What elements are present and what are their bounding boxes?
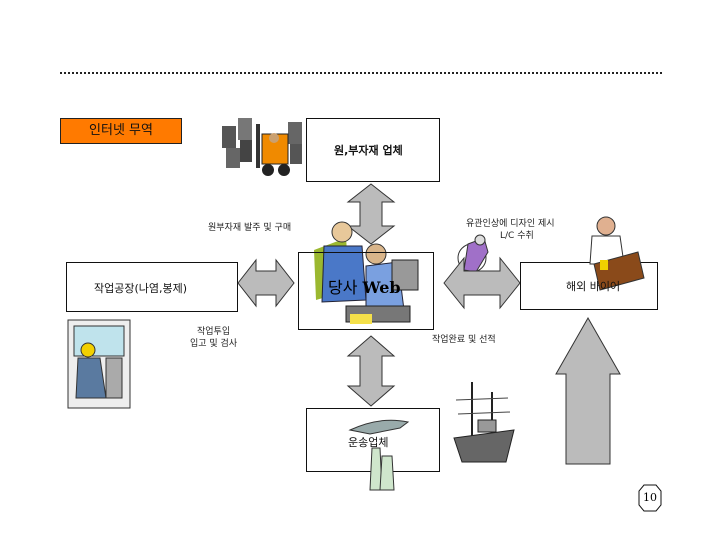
- order-purchase-note: 원부자재 발주 및 구매: [208, 223, 292, 233]
- complete-ship-note: 작업완료 및 선적: [432, 335, 496, 345]
- company-web-label: 당사 Web: [328, 274, 401, 298]
- company-web-node: [298, 252, 434, 330]
- supplier-node: [306, 118, 440, 182]
- factory-node: [66, 262, 238, 312]
- buyer-note-line2: L/C 수취: [500, 231, 534, 241]
- work-note-line2: 입고 및 검사: [190, 339, 238, 349]
- work-note-line1: 작업투입: [197, 327, 231, 337]
- designer-icon: [457, 234, 489, 273]
- page-number-badge: [638, 484, 662, 512]
- supplier-label: 원,부자재 업체: [334, 144, 403, 157]
- company-prefix: 당사: [328, 278, 358, 297]
- airplane-bottle-icon: [348, 419, 410, 491]
- company-web: Web: [362, 278, 401, 297]
- office-worker-icon: [314, 221, 419, 324]
- buyer-label: 해외 바이어: [566, 280, 621, 293]
- factory-worker-icon: [67, 319, 131, 409]
- dotted-divider: [60, 72, 662, 74]
- buyer-phone-icon: [589, 216, 645, 291]
- warehouse-forklift-icon: [222, 118, 302, 176]
- company-buyer-arrow: [443, 256, 521, 310]
- buyer-node: [520, 262, 658, 310]
- ship-icon: [453, 382, 515, 463]
- factory-label: 작업공장(나염,봉제): [94, 282, 188, 295]
- buyer-return-arrow: [555, 316, 621, 465]
- factory-company-arrow: [237, 258, 295, 308]
- buyer-note-line1: 유관인상에 디자인 제시: [466, 219, 555, 229]
- page-title: 인터넷 무역: [60, 118, 182, 144]
- work-note: 작업투입 입고 및 검사: [190, 326, 237, 350]
- company-carrier-arrow: [346, 335, 396, 407]
- page-number: 10: [643, 491, 657, 504]
- carrier-label: 운송업체: [348, 436, 389, 449]
- supplier-company-arrow: [346, 183, 396, 245]
